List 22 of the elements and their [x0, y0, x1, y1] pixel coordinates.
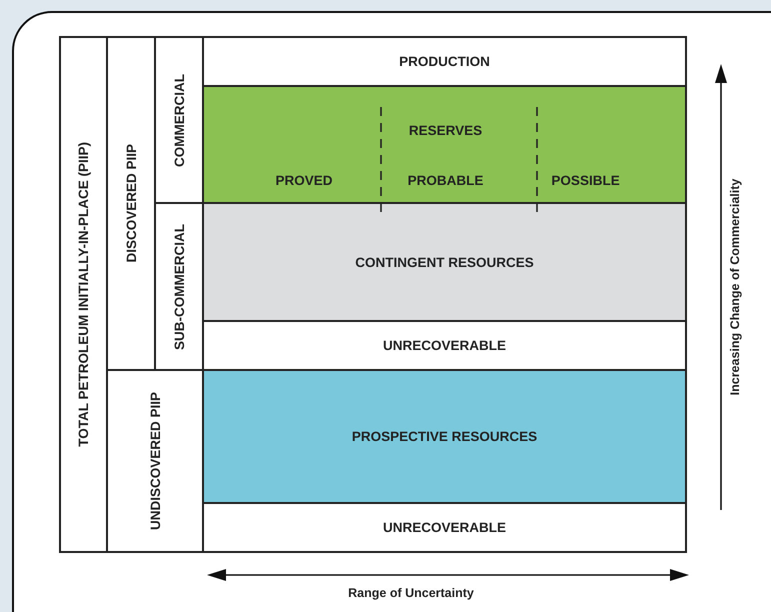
sub-category-label: PROVED — [275, 173, 332, 188]
vertical-label: SUB-COMMERCIAL — [172, 224, 186, 350]
vertical-label: DISCOVERED PIIP — [124, 144, 138, 263]
axis-label: Increasing Change of Commerciality — [728, 178, 742, 396]
resource-class-box — [202, 202, 687, 322]
sub-category-label: POSSIBLE — [551, 173, 620, 188]
box-label: UNRECOVERABLE — [382, 520, 506, 535]
category-column — [59, 36, 108, 553]
box-label: UNRECOVERABLE — [382, 338, 506, 353]
box-label: PRODUCTION — [399, 54, 490, 69]
category-heading: RESERVES — [408, 123, 482, 138]
resource-class-box — [202, 85, 687, 204]
axis-label: Range of Uncertainty — [348, 586, 474, 600]
resource-class-box — [202, 369, 687, 504]
resource-class-box — [202, 502, 687, 553]
vertical-label: UNDISCOVERED PIIP — [148, 392, 162, 530]
box-label: PROSPECTIVE RESOURCES — [352, 429, 538, 444]
box-label: CONTINGENT RESOURCES — [355, 254, 534, 270]
vertical-label: TOTAL PETROLEUM INITIALLY-IN-PLACE (PIIP) — [76, 142, 91, 447]
sub-category-label: PROBABLE — [408, 173, 484, 188]
vertical-label: COMMERCIAL — [172, 74, 186, 166]
resource-class-box — [202, 36, 687, 87]
